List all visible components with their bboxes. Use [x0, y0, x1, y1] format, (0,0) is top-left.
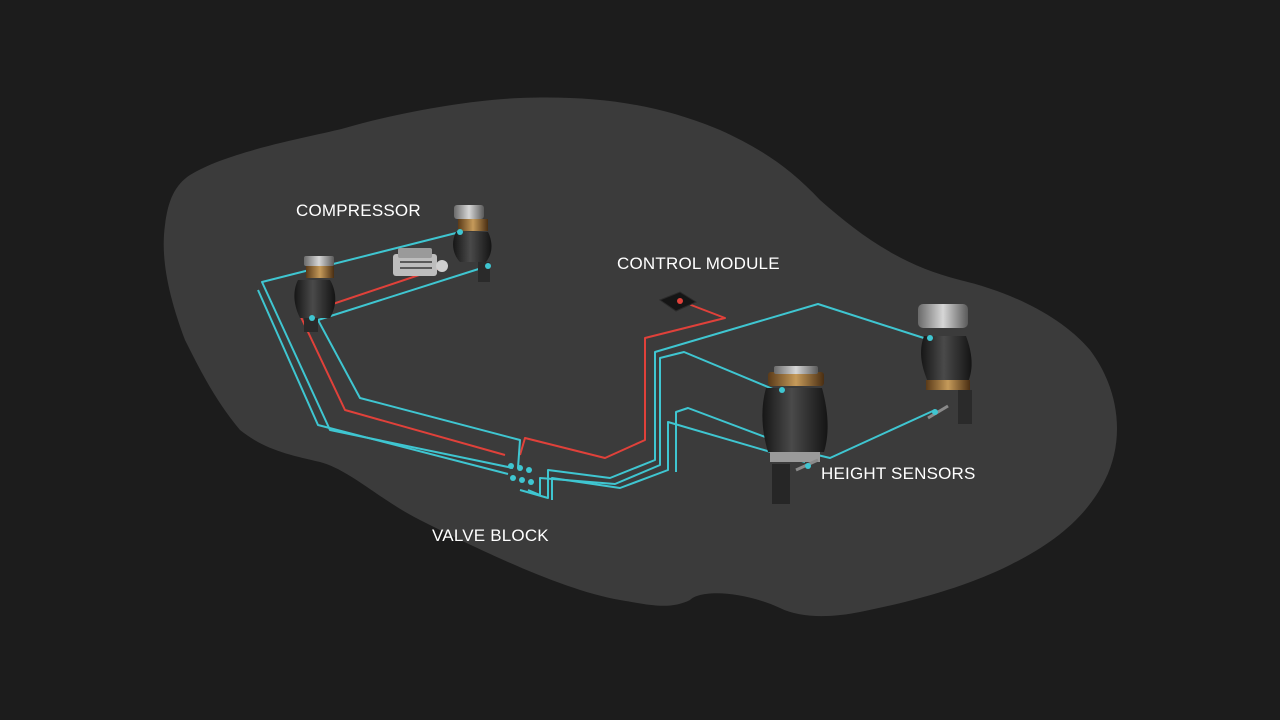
air-spring-front-right	[453, 205, 492, 282]
height-sensor-rear-right	[927, 404, 949, 420]
control-module	[658, 291, 698, 312]
air-line-rear-right-spring	[519, 303, 931, 499]
air-spring-rear-right	[918, 304, 972, 424]
label-control-module: CONTROL MODULE	[617, 254, 780, 273]
valve-block	[508, 463, 534, 485]
air-line-front-right	[317, 265, 521, 469]
label-height-sensors: HEIGHT SENSORS	[821, 464, 976, 483]
air-spring-front-left	[294, 256, 336, 332]
air-line-front-left-a	[261, 231, 514, 469]
power-line-compressor	[299, 267, 506, 456]
height-sensor-rear-left	[795, 458, 819, 472]
car-silhouette	[163, 97, 1118, 617]
air-line-rear-right-sensor	[675, 407, 936, 472]
label-compressor: COMPRESSOR	[296, 201, 421, 220]
air-line-rear-left-sensor	[551, 421, 806, 500]
air-lines	[257, 231, 936, 500]
label-valve-block: VALVE BLOCK	[432, 526, 549, 545]
compressor	[393, 248, 448, 276]
power-lines	[299, 267, 726, 459]
air-line-rear-left-spring	[527, 351, 781, 496]
power-line-control-module	[519, 299, 726, 459]
air-line-front-left-b	[257, 289, 509, 475]
air-spring-rear-left	[762, 366, 828, 504]
